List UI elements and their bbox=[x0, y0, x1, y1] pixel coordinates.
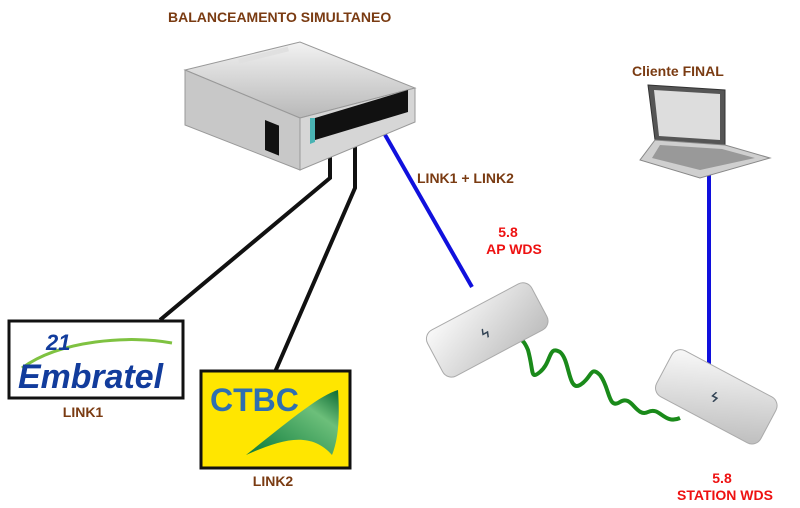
ap-label: AP WDS bbox=[486, 241, 542, 257]
link2-cable bbox=[273, 128, 357, 373]
link2-label: LINK2 bbox=[253, 473, 294, 489]
link1-label: LINK1 bbox=[63, 404, 104, 420]
diagram-title: BALANCEAMENTO SIMULTANEO bbox=[168, 9, 391, 25]
laptop-icon bbox=[639, 84, 772, 179]
router-device: ▀▀▀▀▀▀▀▀▀ bbox=[183, 41, 417, 171]
ap-band-label: 5.8 bbox=[498, 224, 518, 240]
embratel-logo: 21 Embratel bbox=[7, 319, 185, 400]
ctbc-logo: CTBC bbox=[199, 369, 352, 470]
svg-text:Embratel: Embratel bbox=[18, 358, 165, 396]
station-band-label: 5.8 bbox=[712, 470, 732, 486]
wireless-link bbox=[498, 335, 681, 422]
uplink-label: LINK1 + LINK2 bbox=[417, 170, 514, 186]
svg-text:21: 21 bbox=[45, 330, 70, 355]
svg-text:CTBC: CTBC bbox=[210, 382, 299, 418]
station-label: STATION WDS bbox=[677, 487, 773, 503]
station-antenna-icon: ϟ bbox=[655, 349, 778, 445]
uplink-cable bbox=[370, 111, 474, 288]
client-label: Cliente FINAL bbox=[632, 63, 724, 79]
ap-antenna-icon: ϟ bbox=[425, 282, 549, 378]
